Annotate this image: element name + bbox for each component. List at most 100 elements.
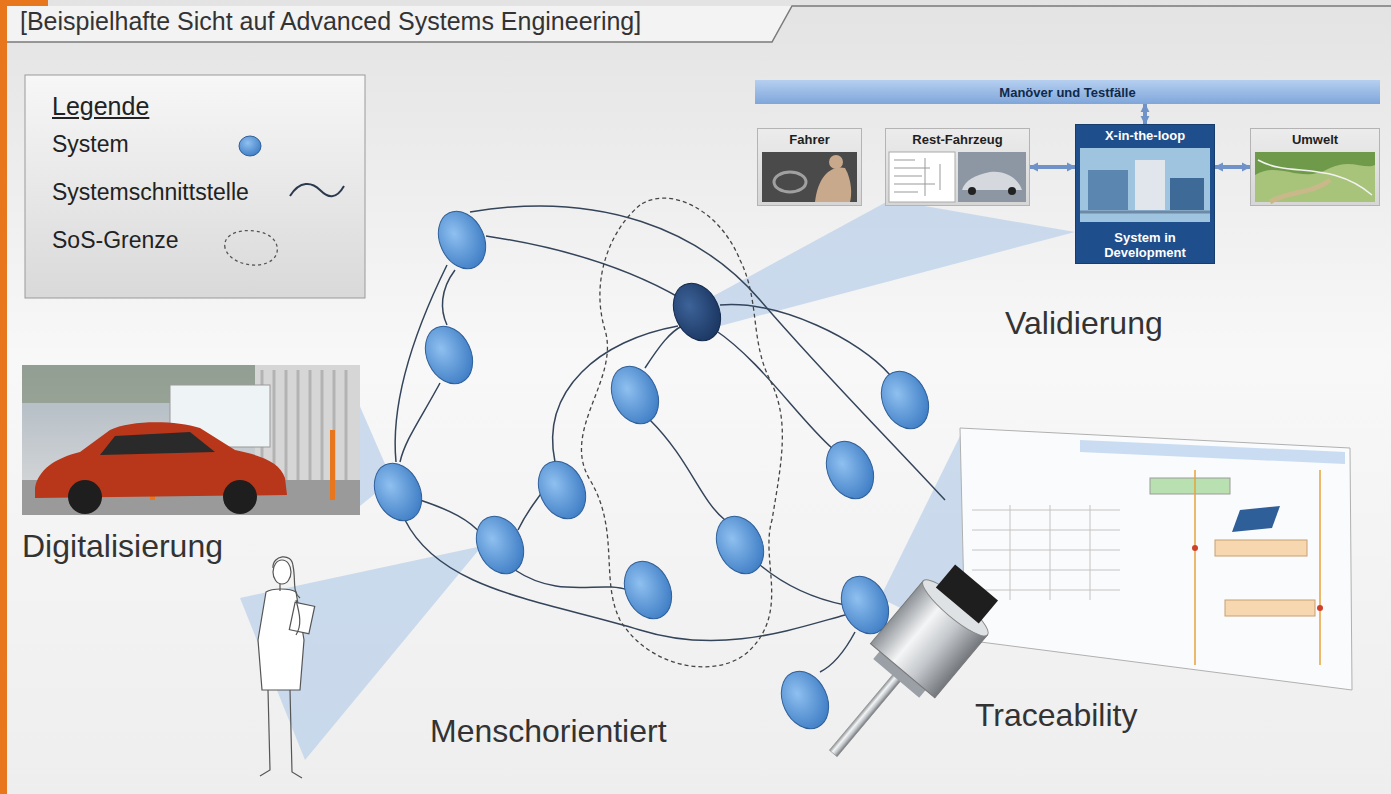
car-photo bbox=[255, 365, 360, 485]
woman-sketch bbox=[289, 602, 314, 634]
driver-photo bbox=[762, 152, 857, 202]
car-photo bbox=[35, 422, 287, 498]
car-photo bbox=[22, 365, 360, 403]
car-photo bbox=[262, 370, 346, 480]
system-interface bbox=[645, 326, 682, 368]
model-box: Fahrer bbox=[757, 128, 862, 206]
system-ellipse bbox=[872, 364, 937, 437]
vehicle-model bbox=[962, 172, 1022, 190]
system-interface bbox=[395, 265, 447, 462]
callout-beam bbox=[880, 432, 966, 640]
sensor-picture bbox=[801, 556, 1009, 781]
traceability-screenshot bbox=[1225, 600, 1315, 616]
system-ellipse bbox=[817, 434, 882, 507]
environment-map bbox=[1255, 164, 1375, 202]
system-ellipse bbox=[615, 554, 680, 627]
system-ellipse bbox=[707, 509, 772, 582]
traceability-screenshot bbox=[1150, 478, 1230, 494]
system-ellipse bbox=[429, 204, 494, 277]
system-ellipse bbox=[772, 664, 837, 737]
system-interface bbox=[760, 565, 845, 605]
sos-boundary bbox=[581, 198, 782, 667]
vehicle-model bbox=[889, 152, 1026, 202]
box-heading: Umwelt bbox=[1251, 129, 1379, 150]
label-wrap: Legende bbox=[52, 92, 149, 121]
woman-sketch bbox=[273, 557, 300, 598]
system-ellipse bbox=[529, 454, 594, 527]
test-case-bar: Manöver und Testfälle bbox=[755, 80, 1380, 104]
environment-map bbox=[1255, 152, 1375, 202]
system-interface bbox=[395, 206, 945, 672]
system-interface bbox=[720, 305, 890, 375]
legend-text: Systemschnittstelle bbox=[52, 179, 249, 206]
system-interface bbox=[470, 206, 945, 500]
system-interface bbox=[486, 236, 680, 298]
page-frame bbox=[7, 6, 1391, 42]
label-wrap: Menschorientiert bbox=[430, 713, 667, 750]
sensor-picture bbox=[873, 650, 927, 698]
topic-label: Menschorientiert bbox=[430, 713, 667, 750]
car-photo bbox=[22, 480, 360, 515]
topic-label: Digitalisierung bbox=[22, 528, 223, 565]
legend-heading: Legende bbox=[52, 92, 149, 121]
label-wrap: Traceability bbox=[975, 697, 1137, 734]
woman-sketch bbox=[260, 690, 302, 778]
system-interface bbox=[518, 485, 546, 530]
traceability-screenshot bbox=[1232, 506, 1280, 532]
box-heading: Fahrer bbox=[758, 129, 861, 150]
test-bench-photo bbox=[1080, 211, 1210, 214]
test-bench-photo bbox=[1135, 160, 1165, 210]
test-bench-photo bbox=[1170, 178, 1204, 210]
legend-entry: System bbox=[52, 131, 129, 158]
car-photo bbox=[22, 365, 360, 515]
page-frame bbox=[0, 0, 7, 794]
sos-boundary-sample bbox=[225, 231, 278, 266]
legend-entry: SoS-Grenze bbox=[52, 227, 179, 254]
system-in-development-box: X-in-the-loopSystem in Development bbox=[1075, 124, 1215, 264]
test-bench-photo bbox=[1080, 148, 1210, 222]
woman-sketch bbox=[273, 560, 291, 584]
car-photo bbox=[330, 430, 335, 500]
double-arrow bbox=[1030, 165, 1075, 169]
label-wrap: Digitalisierung bbox=[22, 528, 223, 565]
callout-beam bbox=[355, 395, 392, 510]
environment-map bbox=[1255, 152, 1375, 202]
test-bench-photo bbox=[1088, 170, 1128, 210]
sensor-picture bbox=[870, 581, 987, 698]
page-frame bbox=[0, 0, 48, 6]
environment-map bbox=[1270, 180, 1330, 202]
box-heading: X-in-the-loop bbox=[1076, 125, 1214, 146]
sensor-picture bbox=[917, 573, 994, 642]
topic-label: Traceability bbox=[975, 697, 1137, 734]
car-photo bbox=[100, 432, 215, 455]
system-ellipse bbox=[365, 204, 937, 737]
legend-text: SoS-Grenze bbox=[52, 227, 179, 254]
model-box: Umwelt bbox=[1250, 128, 1380, 206]
vehicle-model bbox=[958, 152, 1026, 202]
traceability-screenshot bbox=[1192, 545, 1198, 551]
driver-photo bbox=[829, 155, 843, 169]
driver-photo bbox=[762, 152, 857, 202]
legend-entry: Systemschnittstelle bbox=[52, 179, 249, 206]
vehicle-model bbox=[968, 187, 976, 195]
system-ellipse bbox=[664, 276, 729, 349]
box-heading: Manöver und Testfälle bbox=[995, 82, 1139, 103]
legend-text: System bbox=[52, 131, 129, 158]
system-interface bbox=[820, 632, 855, 672]
environment-map bbox=[1258, 160, 1372, 195]
traceability-screenshot bbox=[960, 428, 1352, 690]
system-interface bbox=[400, 383, 440, 462]
label-wrap: Validierung bbox=[1005, 305, 1163, 342]
traceability-screenshot bbox=[960, 428, 1352, 690]
driver-photo bbox=[774, 172, 806, 192]
legend-panel bbox=[25, 75, 365, 298]
system-ellipse bbox=[602, 359, 667, 432]
traceability-screenshot bbox=[1215, 540, 1307, 556]
test-bench-photo bbox=[1080, 148, 1210, 222]
system-ellipse bbox=[416, 319, 481, 392]
